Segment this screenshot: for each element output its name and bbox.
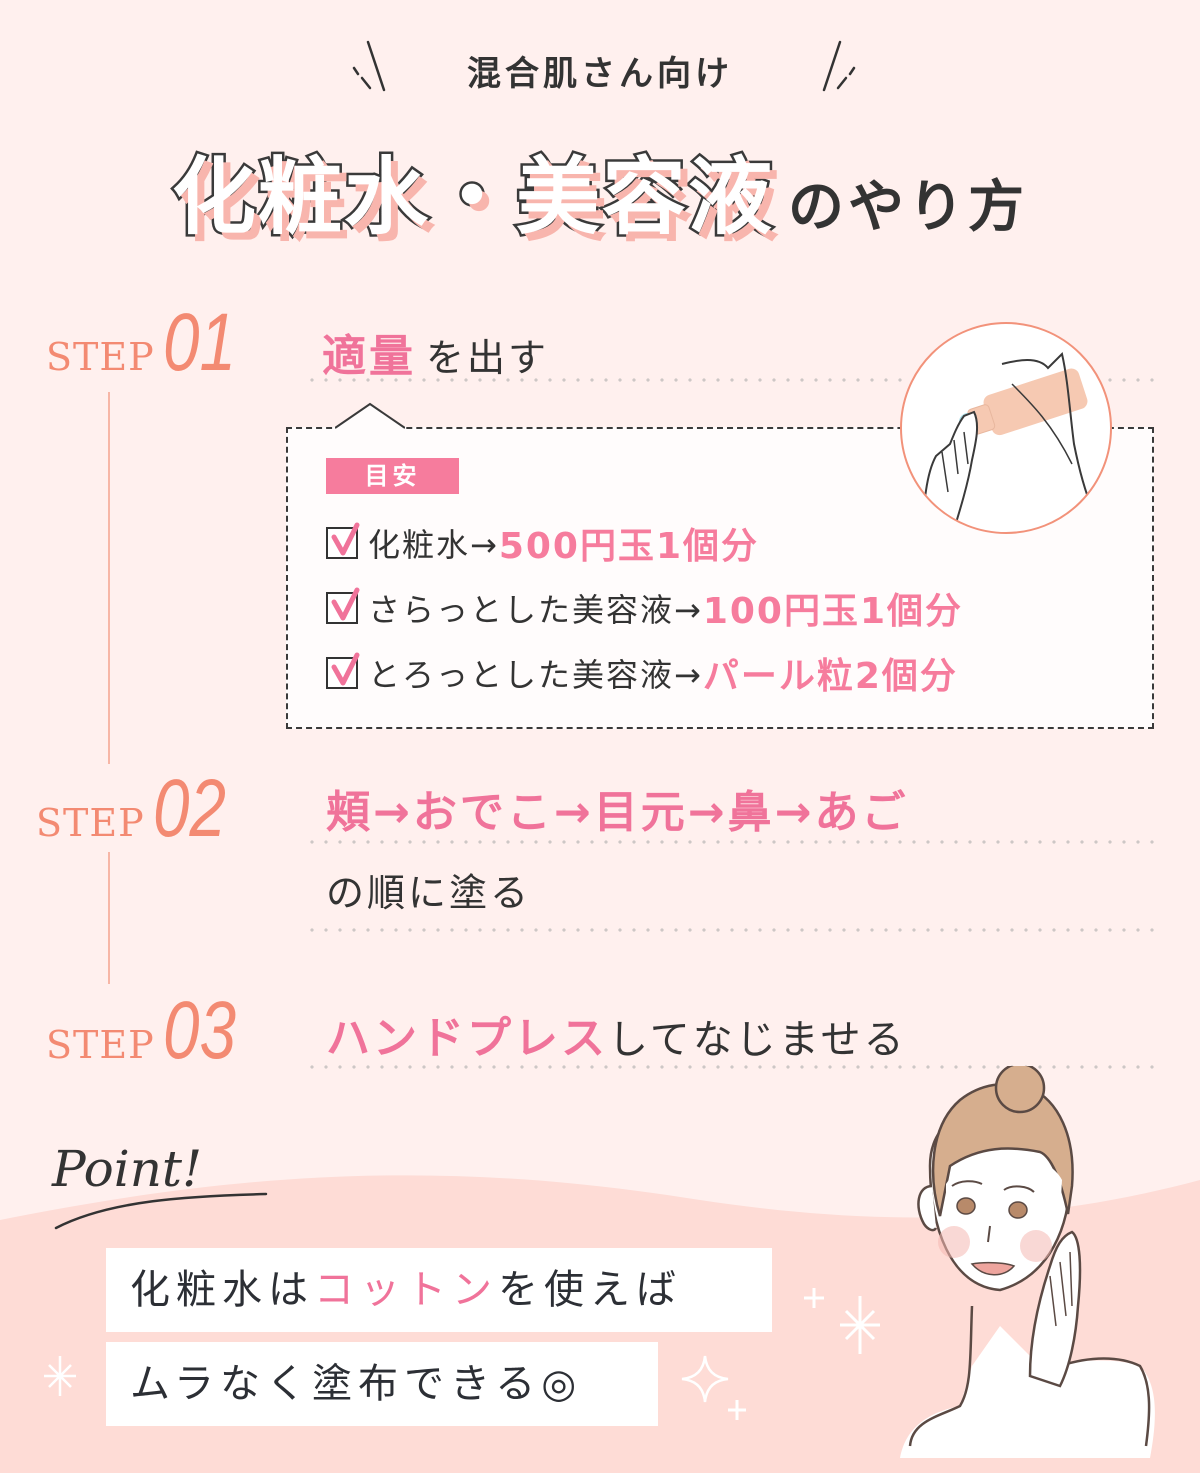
step-word: STEP: [46, 1023, 155, 1067]
divider-dotted: [305, 378, 1160, 382]
guide-item: 化粧水→500円玉1個分: [326, 517, 759, 569]
page-title: 化粧水・美容液のやり方: [0, 130, 1200, 251]
woman-illustration: [900, 1066, 1155, 1458]
step-03-heading: ハンドプレスしてなじませる: [326, 1002, 907, 1066]
title-suffix: のやり方: [788, 175, 1028, 240]
divider-dotted: [305, 840, 1160, 844]
step-03-highlight: ハンドプレス: [326, 1013, 608, 1064]
svg-text:Point!: Point!: [51, 1140, 202, 1198]
step-02-heading: 頬→おでこ→目元→鼻→あご: [326, 787, 909, 838]
step-03-label: STEP03: [46, 984, 254, 1078]
divider-dotted: [305, 1065, 1160, 1069]
step-number: 01: [162, 297, 236, 388]
sparkle-icon: [681, 1355, 729, 1403]
sparkle-icon: [728, 1400, 746, 1420]
divider-dotted: [305, 928, 1160, 932]
guide-tag: 目安: [326, 458, 459, 494]
step-connector-line: [108, 392, 110, 764]
step-word: STEP: [46, 335, 155, 379]
step-01-highlight: 適量: [322, 331, 416, 382]
check-icon: [326, 587, 360, 624]
point-line-2: ムラなく塗布できる◎: [106, 1342, 658, 1426]
step-number: 02: [152, 763, 226, 854]
speech-notch: [335, 402, 405, 429]
step-01-label: STEP01: [46, 296, 254, 390]
step-02-rest: の順に塗る: [326, 871, 532, 915]
check-icon: [326, 652, 360, 689]
guide-item: さらっとした美容液→100円玉1個分: [326, 582, 963, 634]
point-heading-script: Point!: [51, 1140, 268, 1230]
step-02-label: STEP02: [36, 762, 244, 856]
sparkle-icon: [804, 1288, 824, 1308]
sparkle-icon: [44, 1356, 76, 1396]
step-01-heading: 適量を出す: [322, 320, 549, 384]
burst-lines-left-icon: [352, 40, 386, 92]
check-icon: [326, 522, 360, 559]
point-line-1: 化粧水はコットンを使えば: [106, 1248, 772, 1332]
burst-lines-right-icon: [822, 40, 856, 92]
hands-bottle-illustration: [900, 322, 1112, 534]
step-connector-line: [108, 852, 110, 984]
step-01-rest: を出す: [426, 336, 550, 380]
step-word: STEP: [36, 801, 145, 845]
title-emphasis: 化粧水・美容液: [169, 146, 774, 249]
guide-item: とろっとした美容液→パール粒2個分: [326, 647, 958, 699]
step-number: 03: [162, 985, 236, 1076]
subtitle: 混合肌さん向け: [467, 54, 733, 94]
step-03-rest: してなじませる: [608, 1017, 907, 1063]
sparkle-icon: [840, 1296, 880, 1354]
